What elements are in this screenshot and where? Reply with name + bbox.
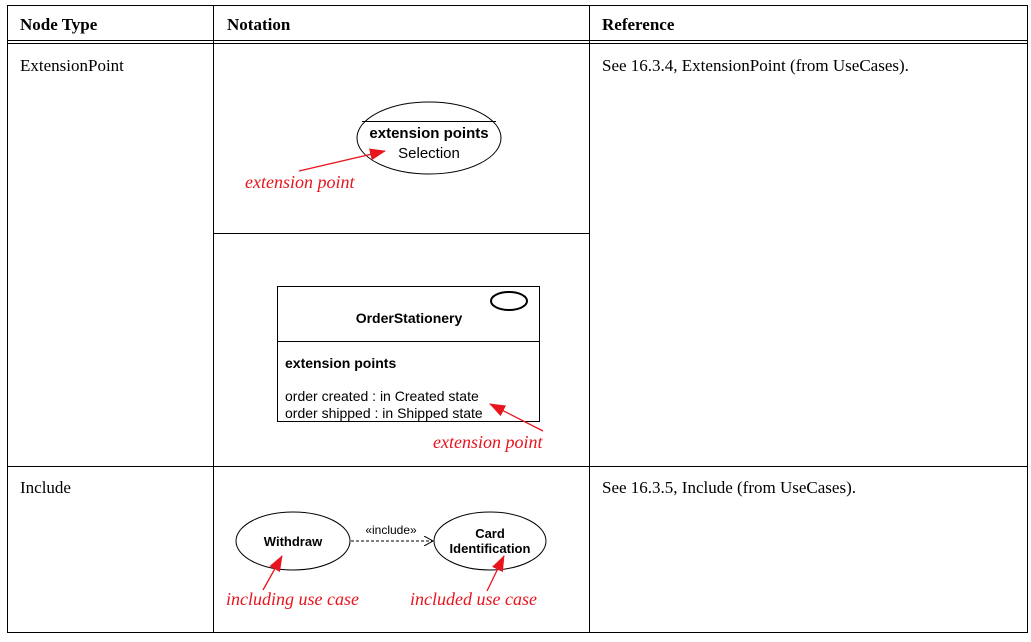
- row-include-reference: See 16.3.5, Include (from UseCases).: [602, 478, 856, 497]
- ellipse-compartment-title: extension points: [369, 125, 488, 142]
- included-use-case-ellipse: [433, 511, 547, 571]
- row-include-node-type: Include: [20, 478, 71, 497]
- extension-point-order-shipped: order shipped : in Shipped state: [285, 405, 483, 421]
- extension-point-ellipse-diagram: extension points Selection extension poi…: [245, 101, 502, 192]
- including-use-case-ellipse: [235, 511, 351, 571]
- table-border: [7, 5, 1028, 633]
- extension-point-annotation-2: extension point: [433, 432, 543, 452]
- included-use-case-annotation: included use case: [410, 589, 537, 609]
- including-use-case-annotation: including use case: [226, 589, 359, 609]
- include-diagram: Withdraw Card Identification «include» i…: [226, 511, 547, 609]
- header-notation: Notation: [227, 15, 291, 34]
- extension-point-annotation: extension point: [245, 172, 355, 192]
- use-case-icon: [490, 291, 528, 311]
- use-case-ellipse: [356, 101, 502, 175]
- include-stereotype-label: «include»: [365, 523, 417, 537]
- row-extensionpoint-reference: See 16.3.4, ExtensionPoint (from UseCase…: [602, 56, 909, 75]
- extension-point-classifier-diagram: OrderStationery extension points order c…: [277, 286, 544, 452]
- classifier-compartment-title: extension points: [285, 355, 396, 371]
- included-use-case-label-line1: Card: [475, 526, 505, 541]
- table-grid: [7, 5, 1028, 633]
- included-use-case-label-line2: Identification: [450, 541, 531, 556]
- header-node-type: Node Type: [20, 15, 98, 34]
- including-annotation-arrow: [262, 555, 283, 591]
- header-reference: Reference: [602, 15, 675, 34]
- including-use-case-label: Withdraw: [264, 534, 323, 549]
- ellipse-extension-point: Selection: [398, 145, 460, 162]
- extension-point-order-created: order created : in Created state: [285, 388, 479, 404]
- annotation-arrow: [489, 403, 544, 432]
- classifier-name: OrderStationery: [356, 310, 463, 326]
- annotation-arrow: [298, 148, 386, 172]
- included-annotation-arrow: [486, 555, 505, 592]
- row-extensionpoint-node-type: ExtensionPoint: [20, 56, 124, 75]
- classifier-rectangle: [277, 286, 540, 422]
